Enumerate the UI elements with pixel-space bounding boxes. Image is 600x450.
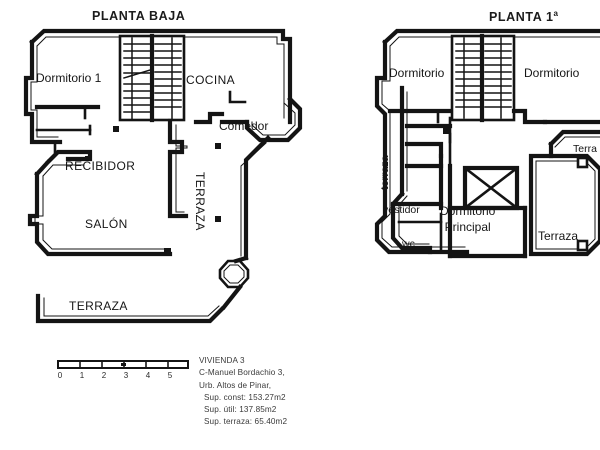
ground-outer-wall-top (29, 28, 293, 125)
scale-tick-3: 3 (123, 371, 129, 380)
room-label-dormitorio-principal-line2: Principal (444, 219, 491, 234)
terraza-corner-post-bottom (576, 239, 589, 252)
scale-bar-graphic (57, 360, 189, 369)
pillar-ground-4 (164, 248, 171, 255)
terraza-diagonal-wall-inner (240, 142, 267, 257)
first-stair-treads-left (455, 37, 481, 119)
info-line-urbanization: Urb. Altos de Pinar, (199, 380, 272, 390)
kitchen-counter-symbol (228, 90, 247, 104)
hall-wall-left-inner (175, 124, 188, 213)
info-line-address: C-Manuel Bordachio 3, (199, 368, 285, 378)
terraza-octagon-node-inner (223, 264, 245, 284)
first-corridor-branch-b (404, 141, 444, 159)
light-well-diagonal-b (463, 166, 519, 210)
room-label-wc: wc (402, 238, 415, 250)
first-outer-wall-left-inner (381, 45, 466, 248)
salon-door-mark (85, 156, 90, 161)
first-floor-title-superscript: a (553, 9, 559, 18)
pillar-first-1 (443, 128, 449, 134)
property-info-block: VIVIENDA 3 C-Manuel Bordachio 3, Urb. Al… (199, 355, 324, 429)
terraza-lower-outline (35, 293, 225, 324)
first-floor-title: PLANTA 1a (489, 9, 559, 24)
stair-treads-right (154, 37, 182, 121)
first-partition-top-right (511, 108, 548, 125)
pillar-ground-2 (215, 143, 221, 149)
room-label-comedor: Comedor (219, 119, 269, 133)
terraza-upper-right-bay (548, 129, 600, 147)
room-label-terraza-vertical-left: terraza (379, 155, 391, 190)
info-line-vivienda: VIVIENDA 3 (199, 356, 245, 365)
room-label-dormitorio-principal-line1: Dormitorio (440, 204, 496, 218)
terraza-lower-right-outline (528, 153, 600, 257)
info-line-sup-terraza: Sup. terraza: 65.40m2 (204, 417, 288, 427)
room-label-dormitorio-1: Dormitorio 1 (36, 71, 102, 85)
hall-wall-notch (193, 111, 225, 125)
ground-floor-title: PLANTA BAJA (92, 9, 186, 23)
room-label-vestidor: vestidor (383, 204, 420, 216)
comedor-bay-outer (244, 96, 303, 143)
stair-treads-left (123, 37, 151, 121)
ground-floor-drawing (23, 28, 303, 324)
first-outer-wall-top-inner (389, 36, 600, 47)
terraza-node-connector-2 (221, 284, 243, 310)
hall-wall-left (167, 118, 189, 219)
terraza-diagonal-wall (243, 135, 271, 261)
stair-flight-arrow (123, 69, 151, 79)
scale-tick-4: 4 (145, 371, 151, 380)
room-label-terraza-lower-right: Terraza (538, 229, 579, 243)
terraza-node-connector (233, 255, 249, 264)
scale-bar-ticks: 0 1 2 3 4 5 (57, 371, 189, 383)
info-line-sup-const: Sup. const: 153.27m2 (204, 392, 286, 402)
terraza-upper-right-bay-inner (554, 136, 600, 148)
first-floor-title-text: PLANTA 1 (489, 10, 554, 25)
info-line-sup-util: Sup. útil: 137.85m2 (204, 405, 277, 415)
room-label-cocina: COCINA (186, 73, 236, 87)
pillar-ground-1 (113, 126, 119, 132)
ground-outer-wall-left (23, 39, 63, 145)
first-floor-drawing (374, 28, 600, 259)
scale-tick-0: 0 (57, 371, 63, 380)
room-label-dormitorio-left: Dormitorio (389, 66, 445, 80)
room-label-dormitorio-right: Dormitorio (524, 66, 580, 80)
scale-tick-1: 1 (79, 371, 85, 380)
room-label-terraza-upper-right: Terra (573, 143, 597, 155)
ground-outer-wall-top-inner (36, 36, 285, 119)
ground-outer-wall-left-inner (30, 45, 59, 138)
scale-bar: 0 1 2 3 4 5 (57, 360, 189, 383)
terraza-corner-post-top (576, 156, 589, 169)
scale-tick-2: 2 (101, 371, 107, 380)
room-label-terraza-vertical: TERRAZA (193, 172, 207, 231)
salon-outline-inner (34, 164, 169, 250)
terraza-lower-outline-inner (43, 297, 220, 317)
scale-tick-5: 5 (167, 371, 173, 380)
first-stair-treads-right (484, 37, 512, 119)
room-label-dormitorio-principal: Dormitorio Principal (440, 205, 495, 233)
first-outer-wall-left (374, 39, 470, 255)
room-label-terraza-bottom: TERRAZA (69, 299, 128, 313)
pillar-ground-3 (215, 216, 221, 222)
room-label-recibidor: RECIBIDOR (65, 159, 136, 173)
room-label-salon: SALÓN (85, 217, 128, 231)
comedor-bay-inner (251, 102, 296, 136)
first-outer-wall-top (382, 28, 600, 45)
